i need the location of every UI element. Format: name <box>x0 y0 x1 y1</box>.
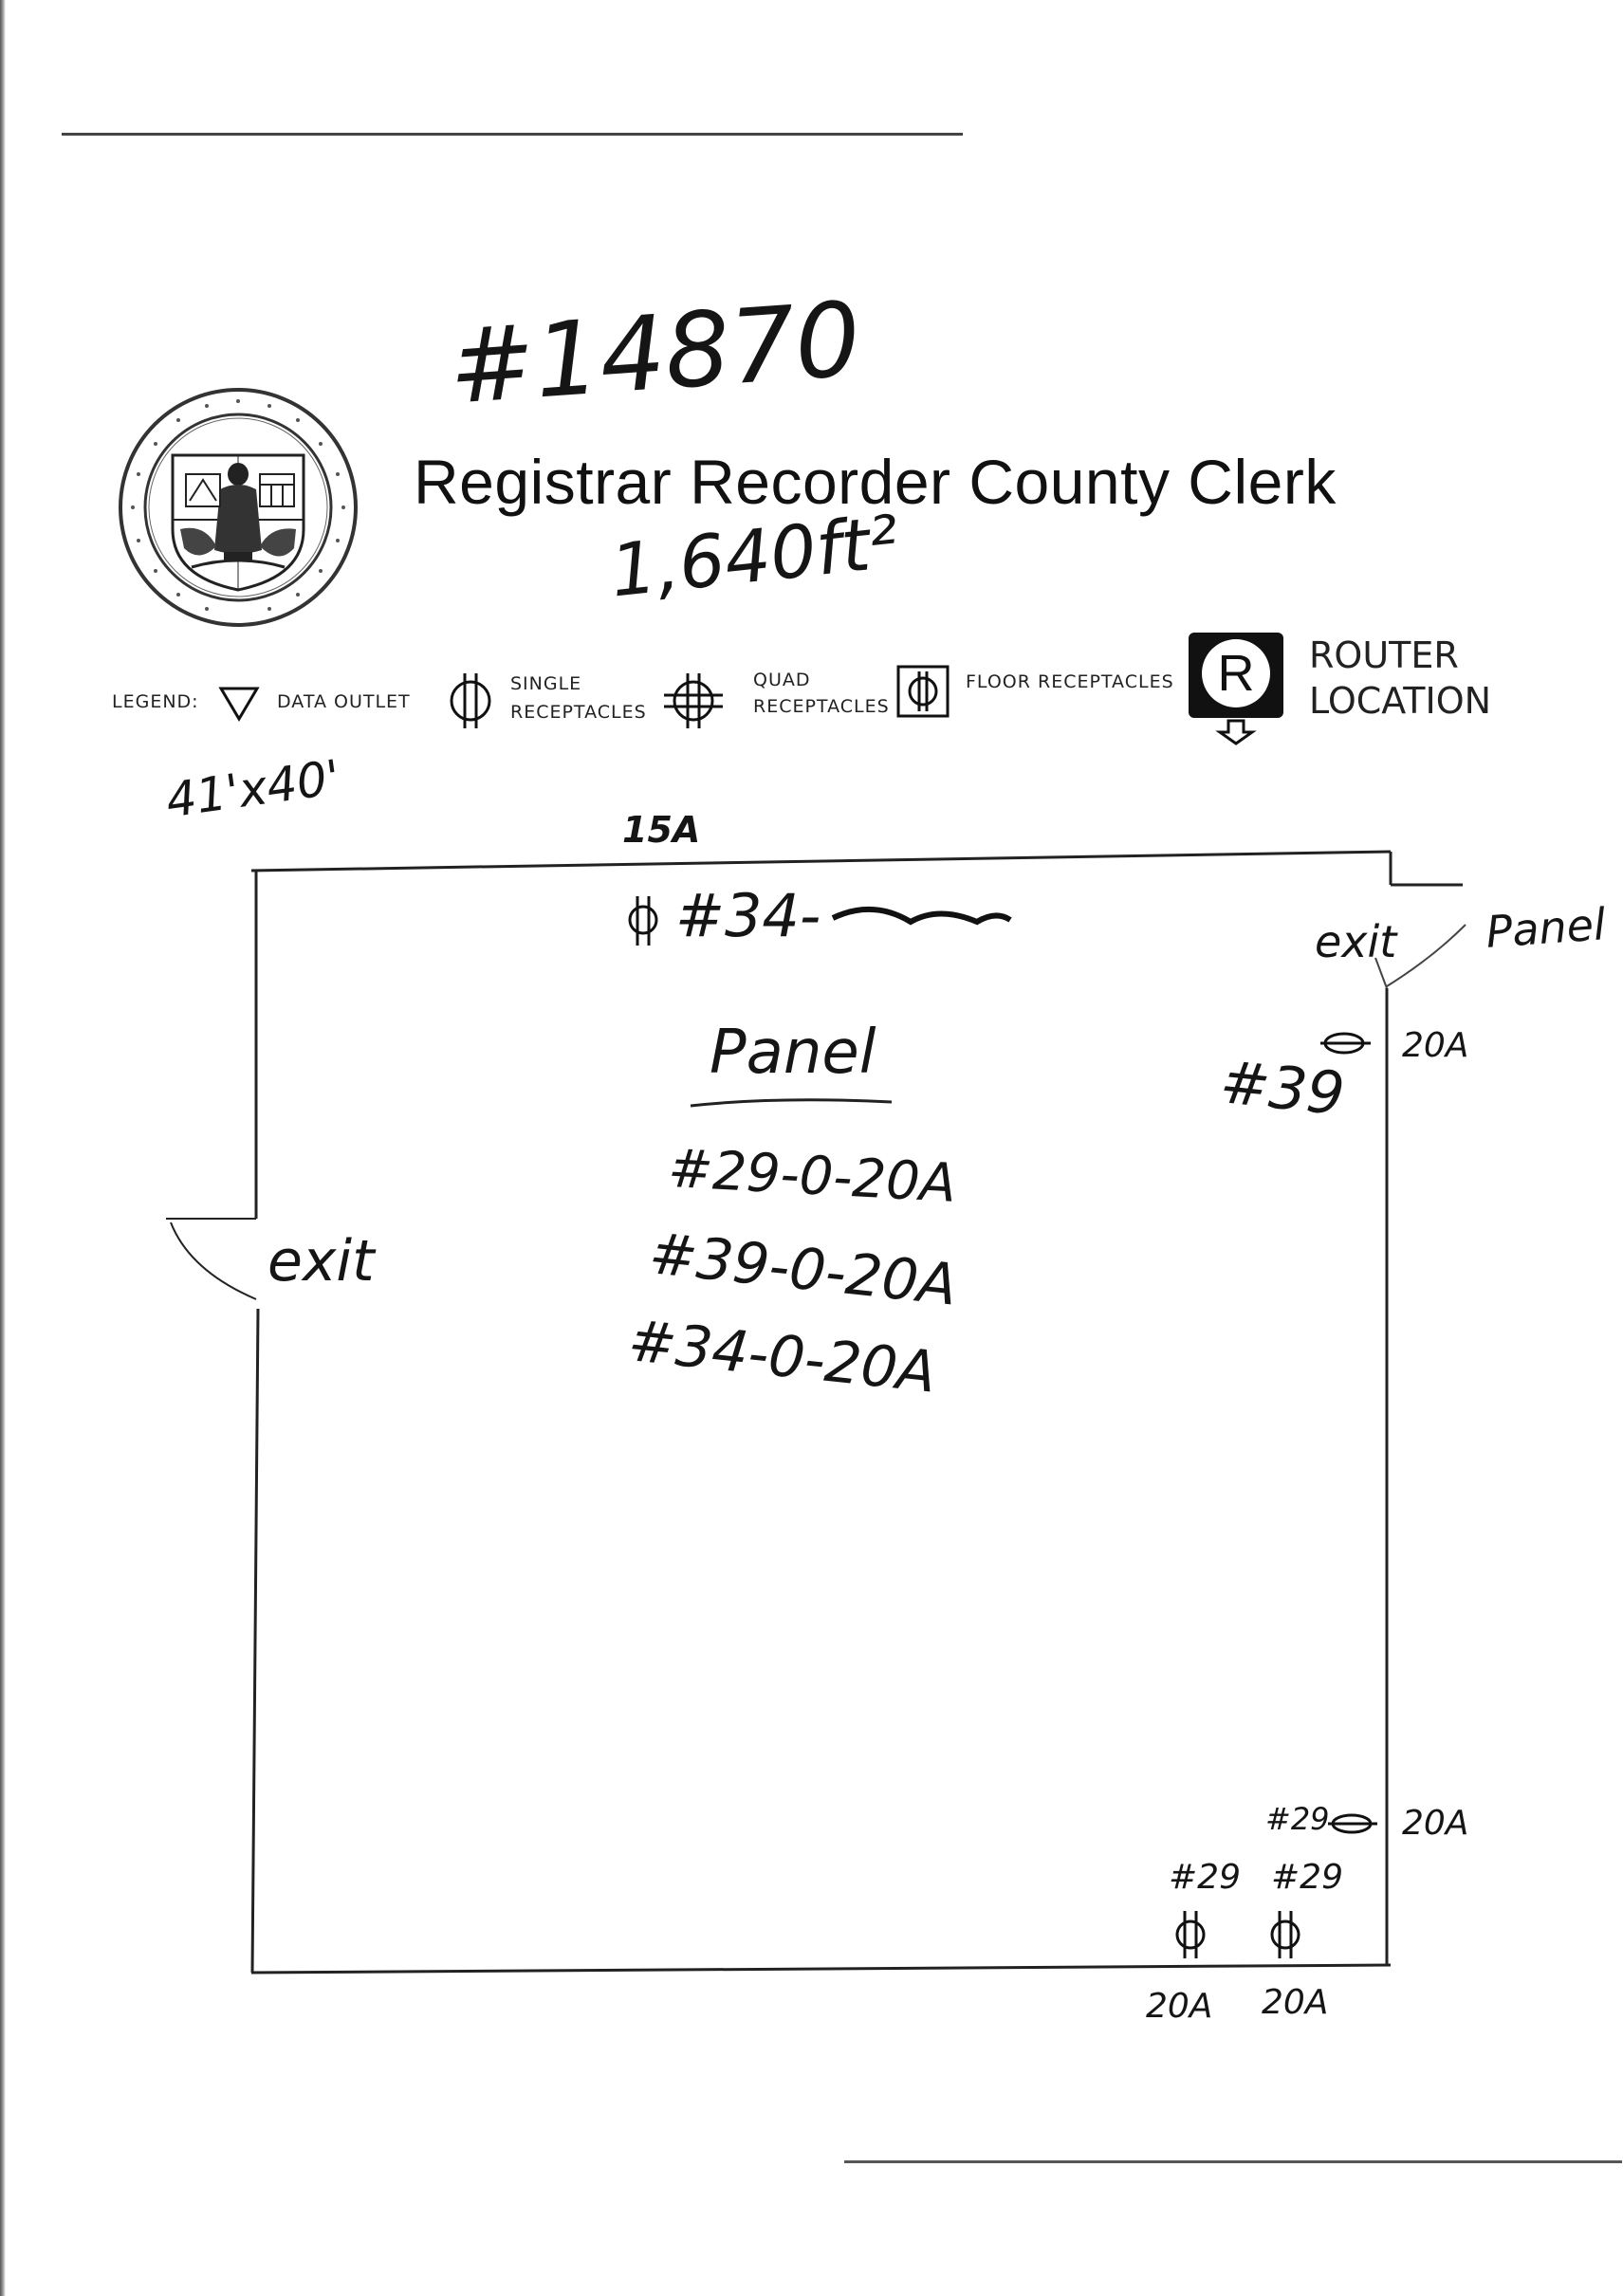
exit-right-label: exit <box>1315 916 1397 967</box>
svg-text:R: R <box>1218 645 1255 702</box>
panel-right-label: Panel <box>1484 898 1608 958</box>
data-outlet-triangle-icon <box>218 687 260 722</box>
left-exit-door <box>166 1218 257 1300</box>
top-amp-note: 15A <box>622 809 701 851</box>
legend-router-label-line1: ROUTER <box>1309 634 1459 676</box>
top-receptacle-circuit: #34- <box>675 881 821 950</box>
panel-line-1: #29-0-20A <box>666 1138 958 1215</box>
panel-line-2: #39-0-20A <box>646 1221 961 1319</box>
right-amp-label: 20A <box>1402 1026 1469 1065</box>
handwritten-area: 1,640ft² <box>606 499 903 614</box>
legend-quad-label-line2: RECEPTACLES <box>753 696 890 717</box>
router-r-icon: R <box>1189 633 1283 745</box>
panel-heading: Panel <box>710 1018 876 1088</box>
right-circuit-label: #39 <box>1216 1047 1348 1130</box>
bottom-amp-b-label: 20A <box>1262 1983 1329 2022</box>
legend-floor-label: FLOOR RECEPTACLES <box>966 671 1174 692</box>
bottom-amp-a-label: 20A <box>1146 1987 1213 2026</box>
single-receptacle-icon <box>450 673 491 728</box>
exit-left-label: exit <box>267 1228 375 1295</box>
legend-single-label-line1: SINGLE <box>510 673 582 694</box>
bottom-right-amp-label: 20A <box>1402 1804 1469 1843</box>
legend-data-outlet-label: DATA OUTLET <box>277 691 411 712</box>
floor-receptacle-icon <box>896 665 950 718</box>
panel-line-3: #34-0-20A <box>625 1308 940 1406</box>
bottom-right-circuit-label: #29 <box>1265 1801 1330 1837</box>
bottom-circuit-b-label: #29 <box>1271 1858 1343 1897</box>
quad-receptacle-icon <box>664 673 723 728</box>
bottom-rule <box>844 2160 1622 2163</box>
legend-single-label-line2: RECEPTACLES <box>510 702 647 723</box>
legend-label: LEGEND: <box>112 691 199 712</box>
bottom-circuit-a-label: #29 <box>1169 1858 1241 1897</box>
scan-edge <box>0 0 6 2296</box>
top-rule <box>62 133 963 136</box>
legend-router-label-line2: LOCATION <box>1309 680 1492 722</box>
page-title: Registrar Recorder County Clerk <box>414 447 1337 517</box>
dimensions-note: 41'x40' <box>162 749 344 829</box>
handwritten-document-number: #14870 <box>445 280 865 428</box>
legend-quad-label-line1: QUAD <box>753 670 811 690</box>
county-seal-icon <box>119 388 358 627</box>
